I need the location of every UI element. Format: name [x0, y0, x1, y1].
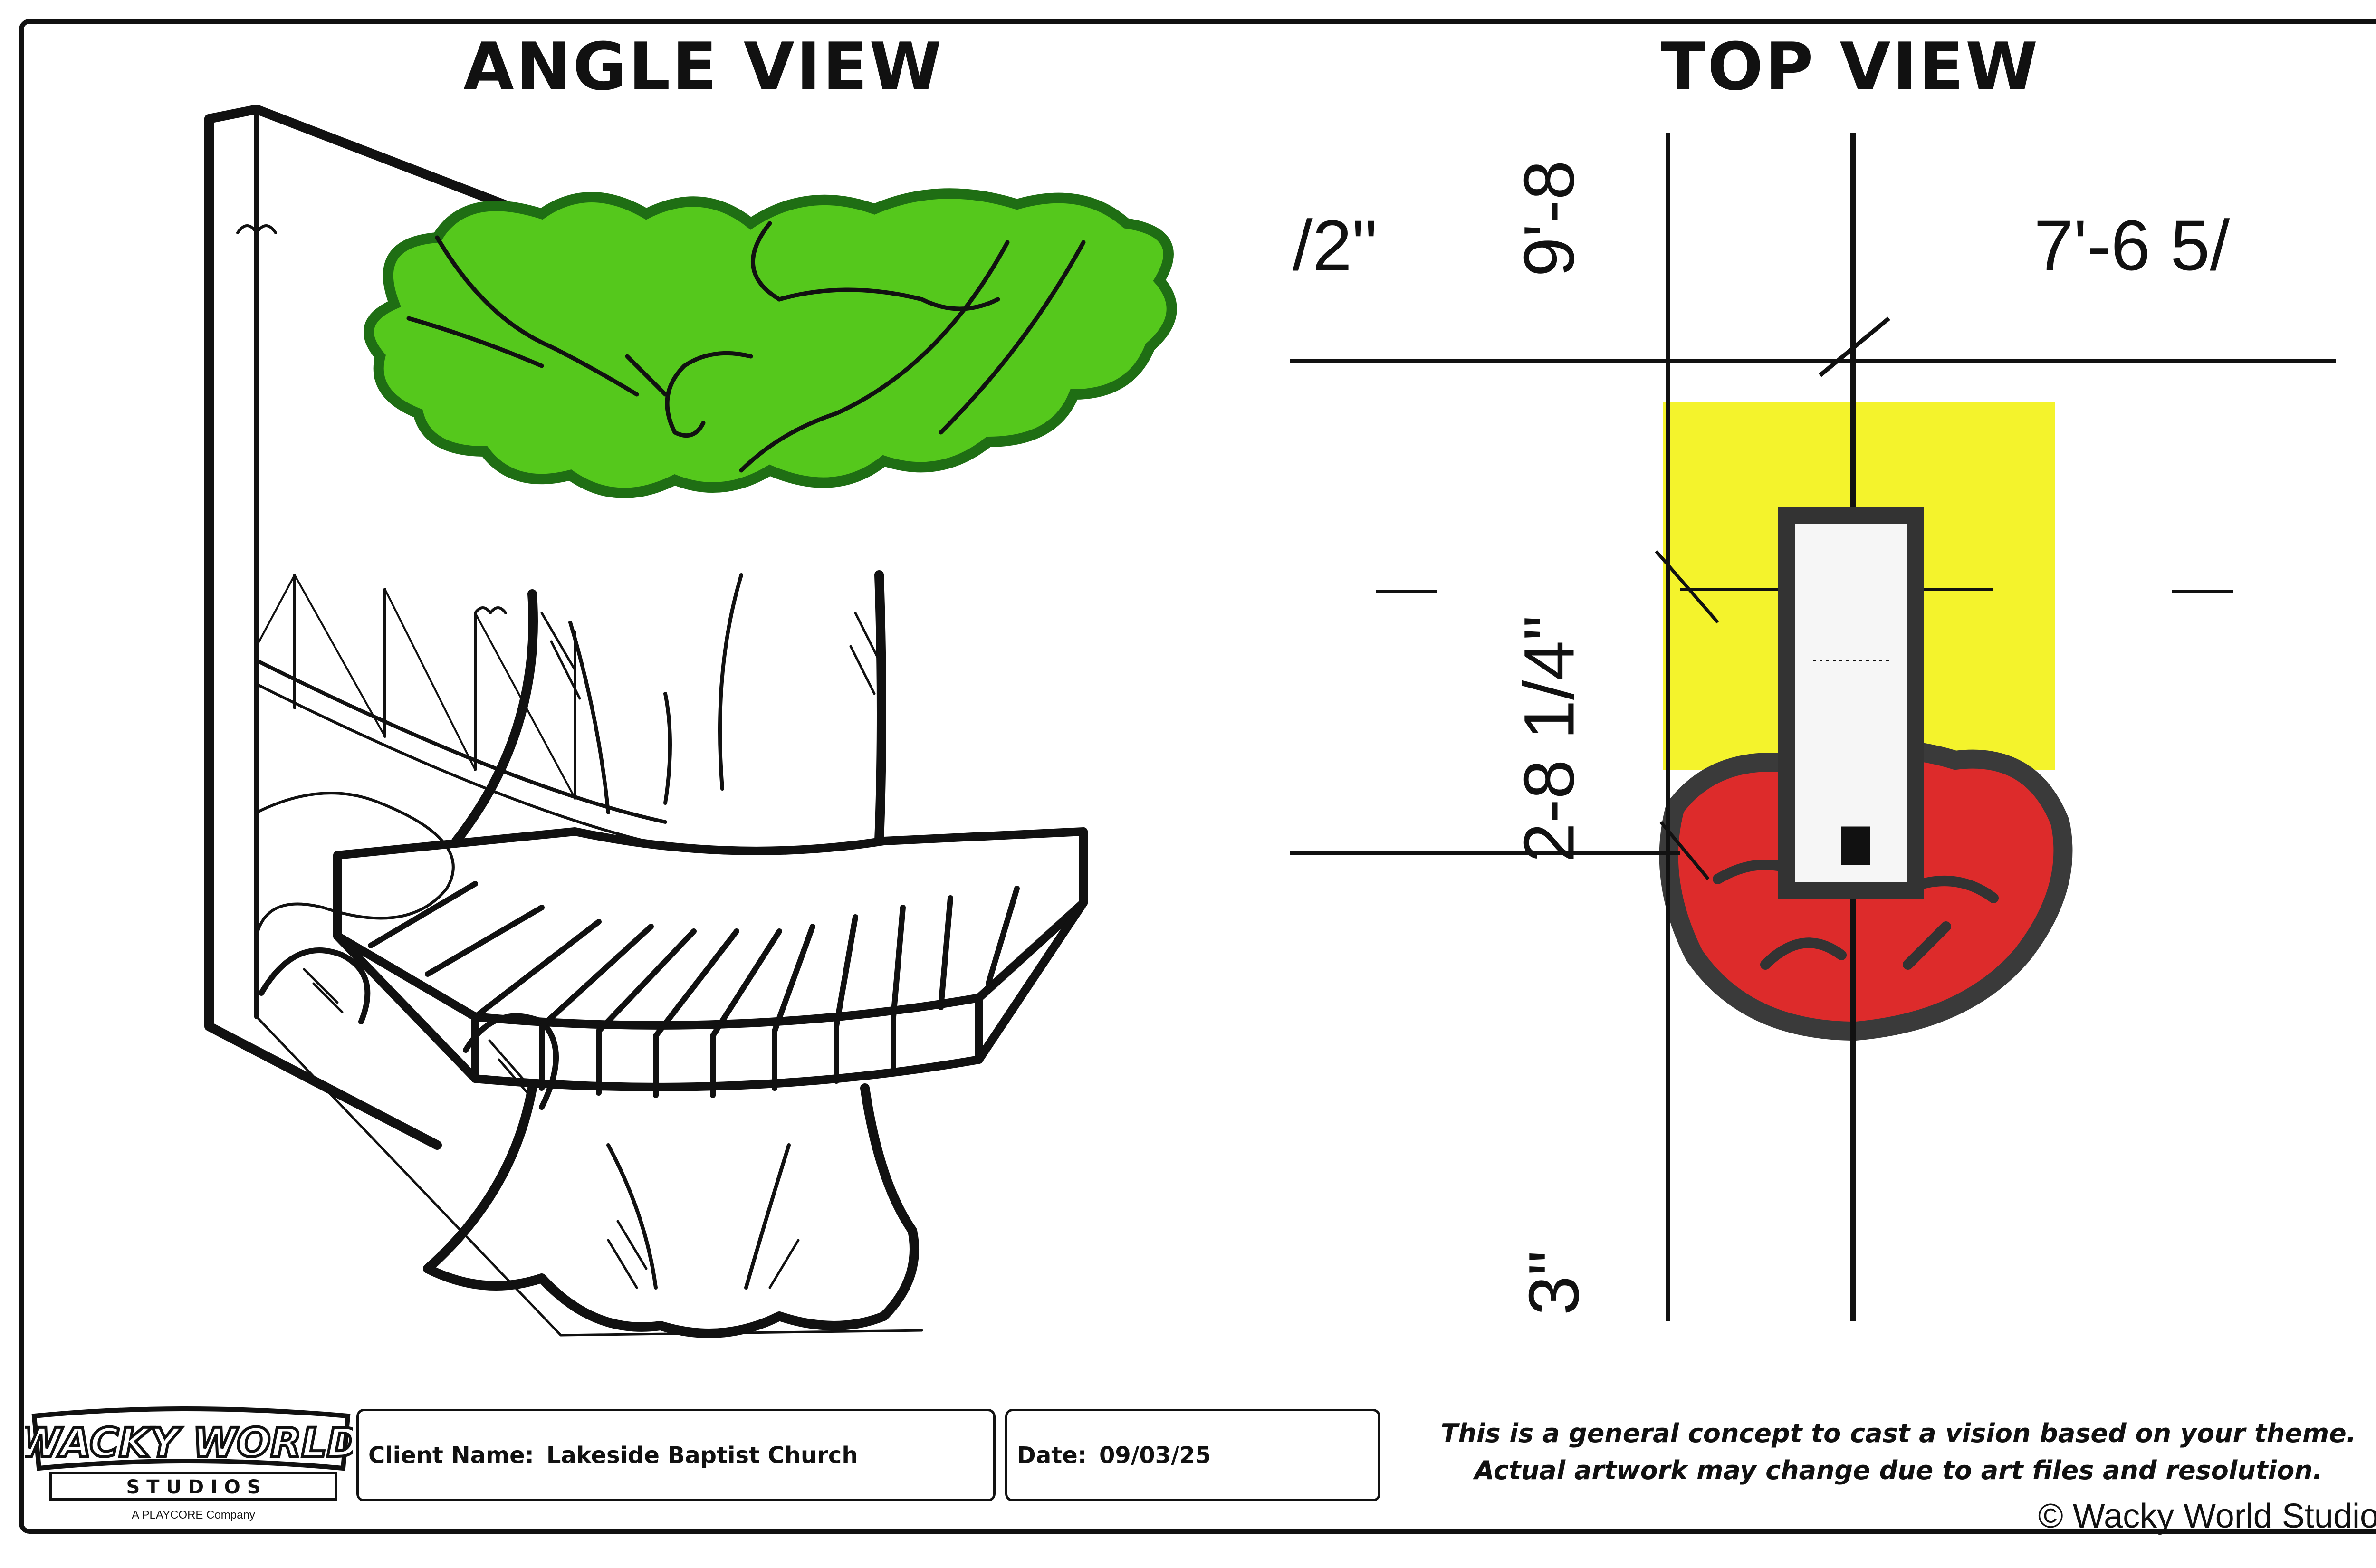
dim-label-bottom-left: 3"	[1514, 1250, 1594, 1316]
date-value: 09/03/25	[1099, 1442, 1211, 1469]
angle-view-title: ANGLE VIEW	[463, 29, 944, 105]
date-box: Date: 09/03/25	[1005, 1409, 1380, 1501]
trunk-lower	[423, 1083, 919, 1338]
client-name-box: Client Name: Lakeside Baptist Church	[356, 1409, 996, 1501]
date-label: Date:	[1017, 1442, 1087, 1469]
floor-line	[255, 1015, 923, 1337]
top-view-sketch	[1290, 133, 2336, 1321]
wall-panel-front	[204, 114, 442, 1150]
copyright-notice: © Wacky World Studios	[2038, 1497, 2376, 1535]
tree-canopy	[364, 188, 1177, 498]
dim-label-top-left: /2"	[1293, 205, 1378, 285]
client-name-label: Client Name:	[368, 1442, 534, 1469]
mural-shore	[255, 792, 455, 937]
bench-top	[333, 827, 1088, 1030]
logo-tagline: A PLAYCORE Company	[132, 1509, 255, 1521]
wacky-world-logo: WACKY WORLD S T U D I O S A PLAYCORE Com…	[16, 1397, 361, 1525]
dim-tick-3	[1659, 821, 1710, 880]
angle-view-sketch	[204, 105, 1177, 1338]
dim-tick-1	[1819, 316, 1890, 377]
trunk-upper	[451, 570, 886, 846]
top-view-title: TOP VIEW	[1661, 29, 2040, 105]
logo-line2: S T U D I O S	[126, 1476, 260, 1498]
disclaimer: This is a general concept to cast a visi…	[1392, 1415, 2376, 1489]
bench-slats	[368, 881, 1020, 1098]
post-footprint	[1841, 826, 1870, 865]
disclaimer-line1: This is a general concept to cast a visi…	[1440, 1418, 2357, 1448]
client-name-value: Lakeside Baptist Church	[546, 1442, 858, 1469]
mural-birds	[236, 224, 507, 614]
disclaimer-line2: Actual artwork may change due to art fil…	[1474, 1455, 2323, 1485]
logo-line1: WACKY WORLD	[25, 1419, 353, 1466]
dim-label-top-right: 7'-6 5/	[2034, 205, 2230, 285]
dim-label-vertical-left: 2-8 1/4"	[1509, 615, 1589, 863]
dim-label-vertical-top: 9'-8	[1509, 160, 1589, 277]
logo-graphic: WACKY WORLD S T U D I O S A PLAYCORE Com…	[16, 1406, 361, 1521]
sheet-border	[19, 19, 2376, 1534]
dim-tick-2	[1655, 550, 1719, 624]
mural-bridge	[255, 659, 667, 824]
